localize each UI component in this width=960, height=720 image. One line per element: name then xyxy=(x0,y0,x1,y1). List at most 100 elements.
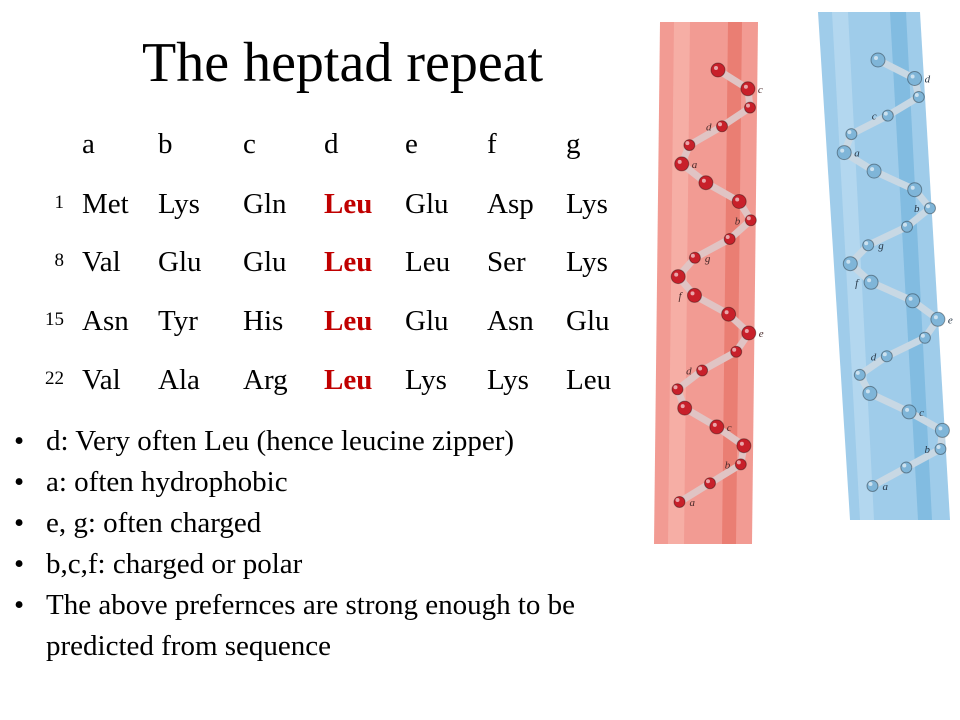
bullet-text: a: often hydrophobic xyxy=(46,466,288,498)
helix-position-label: g xyxy=(878,240,884,252)
atom-marker xyxy=(907,182,923,198)
residue-number: 15 xyxy=(45,309,64,330)
bullet-item: •d: Very often Leu (hence leucine zipper… xyxy=(14,421,774,462)
heptad-position-label: e xyxy=(405,128,418,160)
atom-marker xyxy=(934,443,947,455)
residue: Asp xyxy=(487,188,534,220)
helix-position-label: c xyxy=(758,84,763,96)
residue: Lys xyxy=(566,188,608,220)
atom-marker xyxy=(709,419,725,435)
bullet-item: • a: often hydrophobic xyxy=(14,462,774,503)
helix-position-label: f xyxy=(679,290,684,302)
atom-marker xyxy=(687,287,702,303)
atom-marker xyxy=(734,458,747,471)
bullet-dot: • xyxy=(14,548,25,580)
residue: Leu xyxy=(405,246,451,278)
atom-marker xyxy=(900,461,913,474)
heptad-position-label: g xyxy=(566,128,581,160)
residue-d-highlight: Leu xyxy=(324,364,373,396)
helix-position-label: e xyxy=(759,328,764,340)
atom-marker xyxy=(677,400,693,416)
atom-marker xyxy=(721,306,737,322)
atom-marker xyxy=(901,220,913,233)
helix-position-label: a xyxy=(854,148,860,160)
bullet-text: predicted from sequence xyxy=(46,630,332,662)
atom-marker xyxy=(881,109,894,122)
residue: Gln xyxy=(243,188,287,220)
atom-marker xyxy=(907,71,923,86)
residue: Glu xyxy=(158,246,202,278)
atom-marker xyxy=(853,368,866,381)
helix-position-label: b xyxy=(914,203,920,215)
residue: Lys xyxy=(487,364,529,396)
atom-marker xyxy=(740,81,756,97)
residue: Asn xyxy=(487,305,534,337)
atom-marker xyxy=(901,404,917,420)
helix-position-label: c xyxy=(727,422,732,434)
residue-d-highlight: Leu xyxy=(324,246,373,278)
helix-position-label: d xyxy=(686,366,692,378)
residue-d-highlight: Leu xyxy=(324,188,373,220)
heptad-position-label: a xyxy=(82,128,95,160)
atom-marker xyxy=(918,331,931,344)
atom-marker xyxy=(862,239,875,252)
atom-marker xyxy=(736,438,752,454)
helix-position-label: d xyxy=(706,121,712,133)
residue: Ala xyxy=(158,364,200,396)
atom-marker xyxy=(723,233,736,245)
page-title: The heptad repeat xyxy=(142,32,544,94)
atom-marker xyxy=(671,383,684,396)
atom-marker xyxy=(880,350,893,363)
residue: Asn xyxy=(82,305,129,337)
residue-d-highlight: Leu xyxy=(324,305,373,337)
residue: Leu xyxy=(566,364,612,396)
atom-marker xyxy=(744,214,757,227)
atom-marker xyxy=(698,175,714,191)
bullet-item: •The above prefernces are strong enough … xyxy=(14,585,774,667)
atom-marker xyxy=(744,101,756,114)
helix-position-label: c xyxy=(872,111,877,123)
residue: Met xyxy=(82,188,129,220)
helix-position-label: d xyxy=(925,74,931,86)
atom-marker xyxy=(930,311,946,327)
atom-marker xyxy=(836,145,852,161)
heptad-position-label: f xyxy=(487,128,497,160)
residue-number: 1 xyxy=(54,192,65,213)
bullet-dot: • xyxy=(14,425,25,457)
helix-position-label: e xyxy=(948,314,953,326)
atom-marker xyxy=(731,194,747,209)
atom-marker xyxy=(905,293,921,309)
helix-position-label: b xyxy=(735,215,741,227)
residue: Tyr xyxy=(158,305,198,337)
helix-position-label: a xyxy=(692,159,698,171)
residue: Val xyxy=(82,364,121,396)
residue: His xyxy=(243,305,284,337)
bullet-text: b,c,f: charged or polar xyxy=(46,548,303,580)
residue-number: 8 xyxy=(54,250,65,271)
atom-marker xyxy=(741,325,757,341)
bullet-item: • b,c,f: charged or polar xyxy=(14,544,774,585)
atom-marker xyxy=(870,52,886,68)
heptad-position-label: b xyxy=(158,128,173,160)
helix-position-label: g xyxy=(705,253,711,265)
heptad-position-label: c xyxy=(243,128,256,160)
atom-marker xyxy=(716,120,728,133)
atom-marker xyxy=(924,202,936,215)
atom-marker xyxy=(674,156,690,172)
atom-marker xyxy=(704,477,716,490)
bullet-text: The above prefernces are strong enough t… xyxy=(46,589,576,621)
residue: Glu xyxy=(243,246,287,278)
residue: Ser xyxy=(487,246,526,278)
atom-marker xyxy=(863,274,879,290)
bullet-dot: • xyxy=(14,466,25,498)
helix-position-label: b xyxy=(725,459,731,471)
residue: Lys xyxy=(566,246,608,278)
atom-marker xyxy=(710,62,726,78)
atom-marker xyxy=(866,163,882,179)
